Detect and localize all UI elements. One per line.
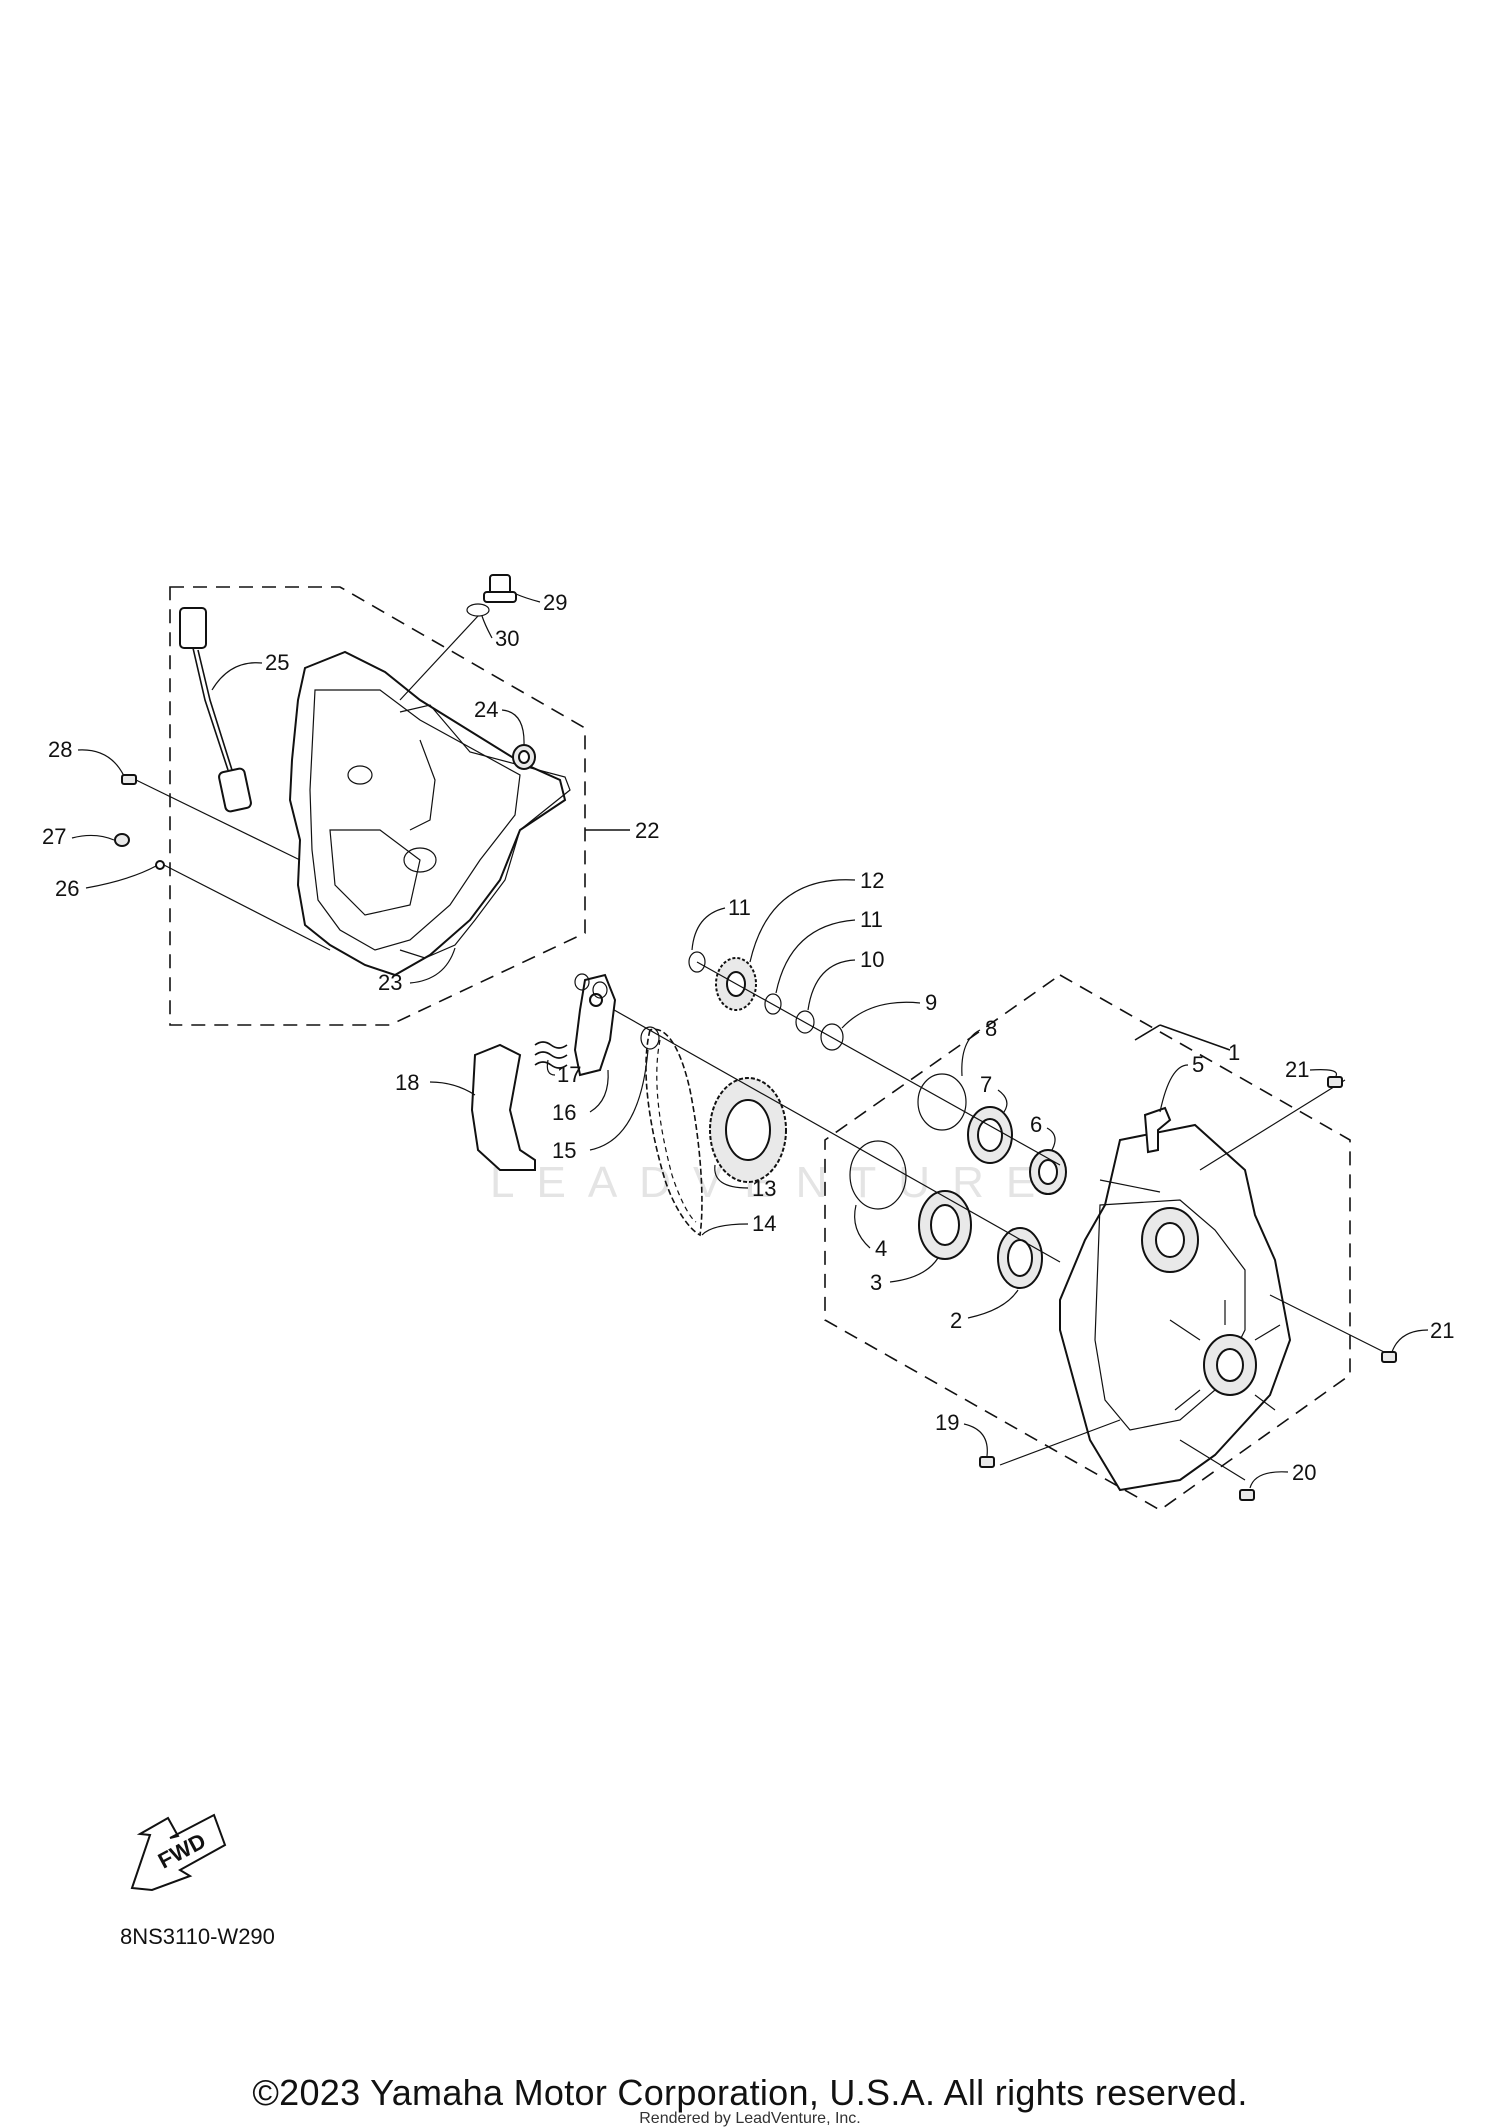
cover-group-boundary xyxy=(169,586,586,1026)
o-ring-8 xyxy=(917,1073,967,1131)
cover-bolt xyxy=(121,774,137,785)
callout-7: 7 xyxy=(980,1072,992,1097)
diagram-code: 8NS3110-W290 xyxy=(120,1924,275,1949)
circlip-11a xyxy=(688,951,706,973)
tensioner-spring xyxy=(534,1041,568,1069)
breather-fitting xyxy=(1143,1106,1172,1154)
case-group-boundary xyxy=(824,974,1351,1511)
tensioner-washer-b xyxy=(592,981,608,999)
callout-11a: 11 xyxy=(728,895,751,920)
callout-23: 23 xyxy=(378,970,402,995)
washer-9 xyxy=(820,1023,844,1051)
callout-21-upper: 21 xyxy=(1285,1057,1309,1082)
tensioner-washer-a xyxy=(574,973,590,991)
drain-plug xyxy=(483,574,517,603)
cover-gasket xyxy=(399,704,571,959)
chain-tensioner xyxy=(573,973,617,1077)
copyright-notice: ©2023 Yamaha Motor Corporation, U.S.A. A… xyxy=(252,2072,1248,2113)
callout-14: 14 xyxy=(752,1211,776,1236)
callout-21-lower: 21 xyxy=(1430,1318,1454,1343)
callout-16: 16 xyxy=(552,1100,576,1125)
callout-labels: 1 2 3 4 5 6 7 8 9 10 11 11 12 13 14 15 1… xyxy=(42,590,1454,1489)
callout-18: 18 xyxy=(395,1070,419,1095)
case-bolt-19 xyxy=(979,1456,995,1468)
cover-oil-seal xyxy=(512,744,536,770)
circlip-10 xyxy=(795,1010,815,1034)
callout-1: 1 xyxy=(1228,1040,1240,1065)
callout-30: 30 xyxy=(495,626,519,651)
callout-28: 28 xyxy=(48,737,72,762)
chain-case-cover xyxy=(288,650,567,977)
circlip-15 xyxy=(640,1026,660,1050)
drain-plug-o-ring xyxy=(466,603,490,617)
speed-sensor xyxy=(179,607,252,813)
callout-3: 3 xyxy=(870,1270,882,1295)
callout-27: 27 xyxy=(42,824,66,849)
dowel-pin xyxy=(155,860,165,870)
callout-10: 10 xyxy=(860,947,884,972)
fwd-arrow-icon: FWD xyxy=(130,1813,227,1892)
callout-15: 15 xyxy=(552,1138,576,1163)
chain-case-housing xyxy=(1059,1123,1292,1492)
bearing-3 xyxy=(918,1190,972,1260)
callout-11b: 11 xyxy=(860,907,883,932)
callout-13: 13 xyxy=(752,1176,776,1201)
callout-17: 17 xyxy=(557,1062,581,1087)
callout-9: 9 xyxy=(925,990,937,1015)
callout-25: 25 xyxy=(265,650,289,675)
circlip-11b xyxy=(764,993,782,1015)
drive-chain xyxy=(645,1028,703,1237)
o-ring-4 xyxy=(849,1140,907,1210)
oil-seal-2 xyxy=(997,1227,1043,1289)
callout-24: 24 xyxy=(474,697,498,722)
callout-26: 26 xyxy=(55,876,79,901)
callout-22: 22 xyxy=(635,818,659,843)
sprocket-13 xyxy=(709,1077,787,1183)
callout-6: 6 xyxy=(1030,1112,1042,1137)
callout-2: 2 xyxy=(950,1308,962,1333)
bearing-7 xyxy=(967,1106,1013,1164)
case-bolt-21-lower xyxy=(1381,1351,1397,1363)
case-bolt-20 xyxy=(1239,1489,1255,1501)
callout-29: 29 xyxy=(543,590,567,615)
callout-8: 8 xyxy=(985,1016,997,1041)
chain-slide-shoe xyxy=(470,1043,536,1171)
callout-5: 5 xyxy=(1192,1052,1204,1077)
cover-washer xyxy=(114,833,130,847)
case-bolt-21-upper xyxy=(1327,1076,1343,1088)
rendered-by-notice: Rendered by LeadVenture, Inc. xyxy=(639,2110,861,2127)
callout-20: 20 xyxy=(1292,1460,1316,1485)
callout-19: 19 xyxy=(935,1410,959,1435)
callout-12: 12 xyxy=(860,868,884,893)
oil-seal-6 xyxy=(1029,1149,1067,1195)
callout-4: 4 xyxy=(875,1236,887,1261)
